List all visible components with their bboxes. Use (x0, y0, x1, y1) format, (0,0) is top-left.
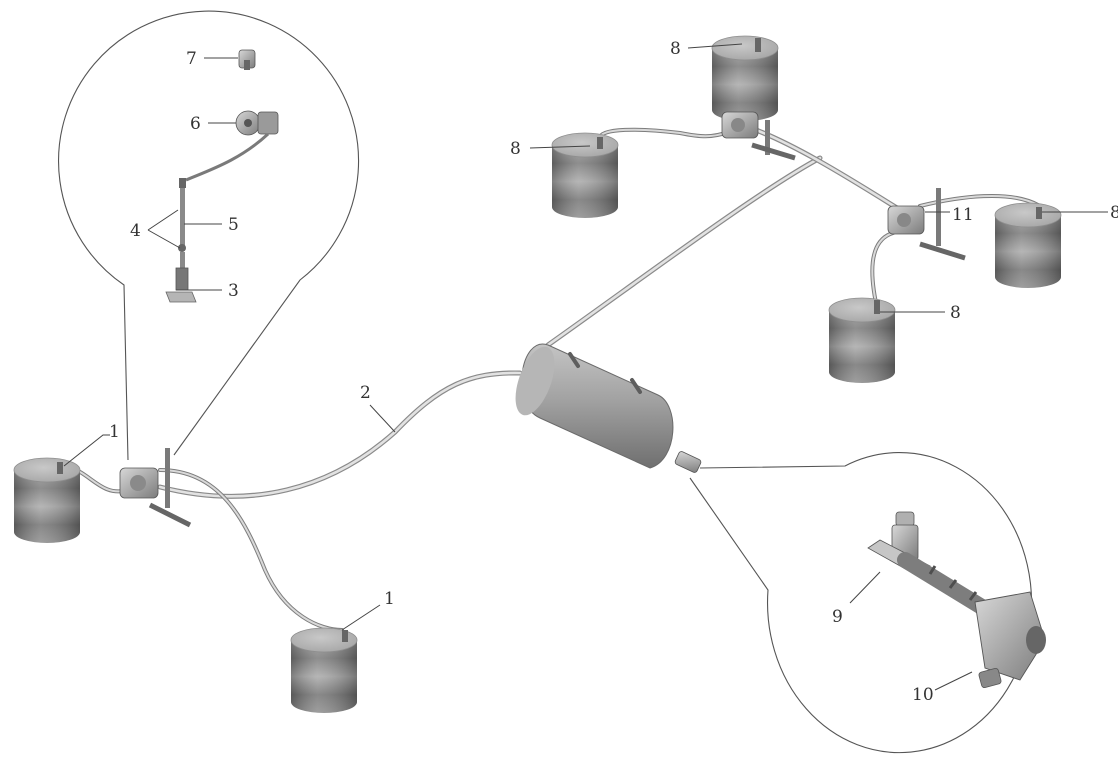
drum-lower-right (828, 297, 896, 384)
label-9: 9 (832, 607, 843, 627)
label-8-left: 8 (510, 139, 521, 159)
part-6 (185, 110, 279, 182)
label-11: 11 (952, 205, 974, 225)
label-4: 4 (130, 221, 141, 241)
label-10: 10 (912, 685, 934, 705)
leader-lines (63, 43, 1108, 691)
drum-right (994, 202, 1062, 289)
label-8-lower: 8 (950, 303, 961, 323)
supply-pipe-upper (545, 122, 908, 348)
detail-callout-right (689, 452, 1033, 754)
valve-assembly-left (119, 448, 192, 528)
part-3 (165, 267, 197, 303)
valve-assembly-upper (721, 111, 796, 161)
air-tank (515, 343, 702, 473)
part-10 (974, 591, 1046, 689)
part-9 (867, 511, 998, 620)
drum-upper-left (551, 132, 619, 219)
label-2: 2 (360, 383, 371, 403)
drum-left (13, 457, 81, 544)
label-3: 3 (228, 281, 239, 301)
main-pipe (157, 370, 523, 499)
label-1-left: 1 (109, 422, 120, 442)
label-1-bottom: 1 (384, 589, 395, 609)
drum-bottom (290, 627, 358, 714)
detail-callout-left (58, 10, 360, 461)
label-8-top: 8 (670, 39, 681, 59)
valve-assembly-right (887, 188, 966, 261)
label-5: 5 (228, 215, 239, 235)
label-8-right: 8 (1110, 203, 1118, 223)
drum-upper-center (711, 35, 779, 122)
label-7: 7 (186, 49, 197, 69)
part-4-5-stem (178, 178, 186, 272)
part-7 (238, 49, 256, 70)
label-6: 6 (190, 114, 201, 134)
